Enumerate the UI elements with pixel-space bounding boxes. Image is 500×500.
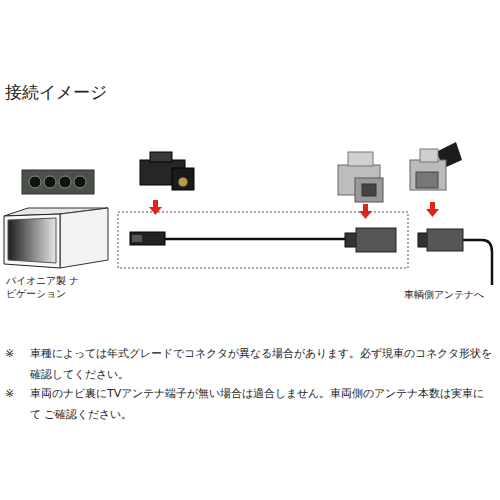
extension-cable	[165, 238, 345, 241]
extension-cable	[130, 228, 396, 252]
navi-rear-panel	[59, 176, 71, 188]
extension-cable	[356, 228, 396, 252]
vehicle-connector-photo	[410, 160, 446, 190]
diagram-title: 接続イメージ	[5, 81, 107, 104]
navi-rear-panel	[74, 176, 86, 188]
navi-rear-panel	[22, 170, 94, 194]
unit-caption: パイオニア製 ナビゲーション	[6, 274, 80, 300]
product-bracket	[118, 212, 408, 268]
gray-connector-photo	[338, 152, 383, 202]
vehicle-connector-photo	[420, 149, 438, 162]
vehicle-cable	[427, 229, 463, 251]
red-arrow	[430, 202, 435, 210]
extension-cable	[132, 235, 142, 242]
red-arrow	[149, 207, 162, 215]
gray-connector-photo	[355, 178, 383, 202]
black-connector-photo	[178, 177, 188, 187]
red-arrow	[149, 200, 439, 219]
vehicle-cable	[463, 240, 492, 285]
extension-cable	[345, 233, 357, 247]
black-connector-photo	[140, 152, 194, 190]
vehicle-cable	[418, 229, 492, 285]
red-arrow	[426, 209, 439, 217]
navi-rear-panel	[44, 176, 56, 188]
red-arrow	[363, 204, 368, 212]
red-arrow	[153, 200, 158, 208]
unit-front	[4, 214, 60, 268]
navigation-unit: パイオニア製 ナビゲーション	[2, 206, 110, 270]
vehicle-connector-photo	[410, 142, 462, 190]
note-mark: ※	[5, 383, 25, 404]
note-text: 車両のナビ裏にTVアンテナ端子が無い場合は適合しません。車両側のアンテナ本数は実…	[30, 383, 494, 425]
extension-cable	[130, 232, 165, 245]
navigation-unit-outline	[2, 206, 110, 270]
black-connector-photo	[150, 152, 172, 162]
note-mark: ※	[5, 343, 25, 364]
vehicle-connector-photo	[416, 172, 438, 188]
note-text: 車種によっては年式グレードでコネクタが異なる場合があります。必ず現車のコネクタ形…	[30, 343, 494, 385]
black-connector-photo	[172, 168, 194, 190]
gray-connector-photo	[362, 184, 376, 196]
navi-rear-panel	[22, 170, 94, 194]
navi-rear-panel	[29, 176, 41, 188]
gray-connector-photo	[348, 152, 373, 166]
unit-side	[60, 208, 108, 268]
unit-screen	[8, 218, 56, 263]
destination-label: 車輌側アンテナへ	[404, 288, 499, 301]
